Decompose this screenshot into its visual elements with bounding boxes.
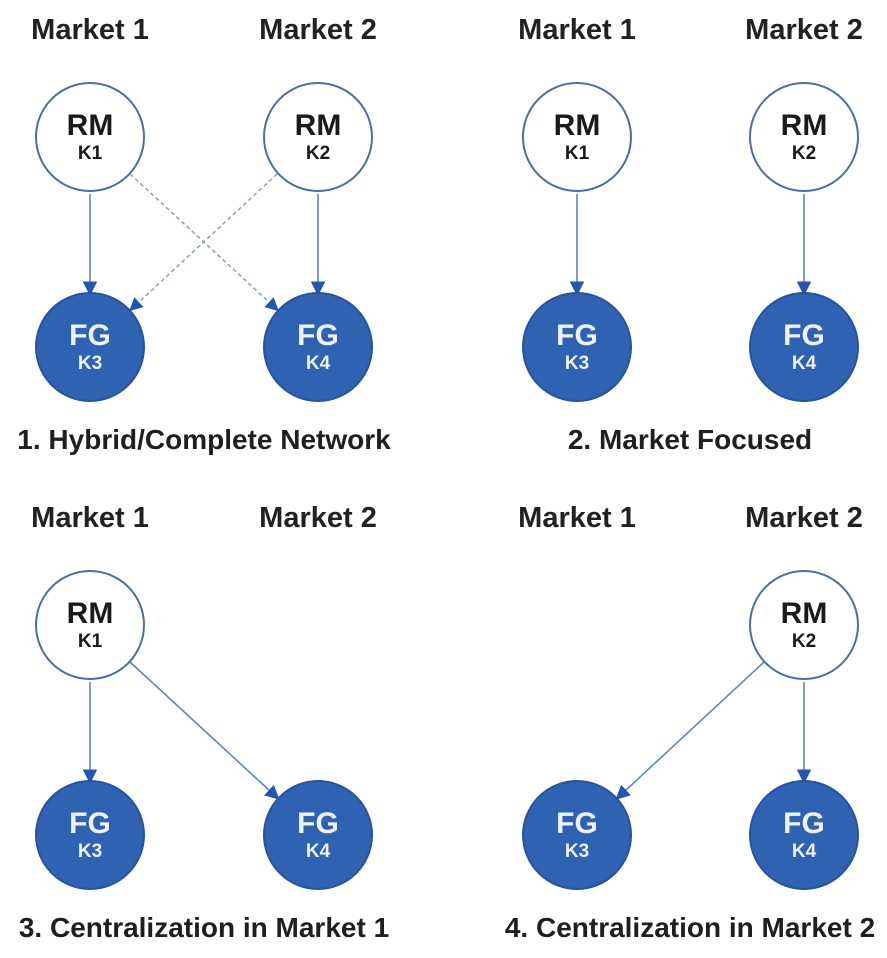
edge-rm-k2-to-fg-k3 <box>615 661 765 800</box>
panel-centralization-market-2: Market 1 Market 2 RM K2 FG K3 FG K4 4. C… <box>443 488 886 958</box>
node-label: RM <box>66 108 114 142</box>
node-fg-k4: FG K4 <box>749 292 859 402</box>
node-label: FG <box>783 318 825 352</box>
node-sublabel: K2 <box>791 630 817 652</box>
node-rm-k2: RM K2 <box>749 570 859 680</box>
node-sublabel: K2 <box>305 142 331 164</box>
market-1-header: Market 1 <box>31 502 149 534</box>
node-rm-k1: RM K1 <box>35 82 145 192</box>
node-rm-k1: RM K1 <box>35 570 145 680</box>
edge-rm-k1-to-fg-k4 <box>129 661 280 800</box>
node-sublabel: K3 <box>564 840 590 862</box>
node-rm-k2: RM K2 <box>749 82 859 192</box>
edges-layer <box>82 173 326 312</box>
node-label: FG <box>556 806 598 840</box>
panel-market-focused: Market 1 Market 2 RM K1 RM K2 FG K3 FG K… <box>443 0 886 470</box>
node-sublabel: K4 <box>305 352 331 374</box>
node-rm-k1: RM K1 <box>522 82 632 192</box>
node-fg-k3: FG K3 <box>35 292 145 402</box>
panel-caption: 1. Hybrid/Complete Network <box>17 424 391 455</box>
edge-rm-k1-to-fg-k4-dashed <box>129 173 279 312</box>
node-label: FG <box>783 806 825 840</box>
node-sublabel: K1 <box>564 142 590 164</box>
panel-hybrid-complete-network: Market 1 Market 2 RM K1 RM K2 FG K3 <box>0 0 443 470</box>
market-1-header: Market 1 <box>518 502 636 534</box>
node-fg-k3: FG K3 <box>35 780 145 890</box>
node-sublabel: K1 <box>77 630 103 652</box>
node-fg-k4: FG K4 <box>749 780 859 890</box>
node-sublabel: K4 <box>305 840 331 862</box>
node-fg-k3: FG K3 <box>522 780 632 890</box>
node-label: FG <box>556 318 598 352</box>
panel-caption: 3. Centralization in Market 1 <box>18 912 390 943</box>
panel-caption: 4. Centralization in Market 2 <box>504 912 876 943</box>
node-label: RM <box>780 108 828 142</box>
market-2-header: Market 2 <box>259 502 377 534</box>
edges-layer <box>82 661 280 800</box>
node-label: RM <box>780 596 828 630</box>
node-label: FG <box>297 806 339 840</box>
market-2-header: Market 2 <box>259 14 377 46</box>
market-1-header: Market 1 <box>518 14 636 46</box>
node-label: RM <box>553 108 601 142</box>
node-label: FG <box>69 318 111 352</box>
node-sublabel: K3 <box>564 352 590 374</box>
node-fg-k4: FG K4 <box>263 780 373 890</box>
panel-centralization-market-1: Market 1 Market 2 RM K1 FG K3 FG K4 3. C… <box>0 488 443 958</box>
node-label: RM <box>294 108 342 142</box>
node-label: FG <box>297 318 339 352</box>
market-2-header: Market 2 <box>745 502 863 534</box>
node-rm-k2: RM K2 <box>263 82 373 192</box>
market-1-header: Market 1 <box>31 14 149 46</box>
node-fg-k4: FG K4 <box>263 292 373 402</box>
node-sublabel: K3 <box>77 840 103 862</box>
node-label: RM <box>66 596 114 630</box>
node-sublabel: K4 <box>791 352 817 374</box>
node-sublabel: K1 <box>77 142 103 164</box>
node-fg-k3: FG K3 <box>522 292 632 402</box>
node-label: FG <box>69 806 111 840</box>
panel-caption: 2. Market Focused <box>567 424 813 455</box>
node-sublabel: K4 <box>791 840 817 862</box>
edge-rm-k2-to-fg-k3-dashed <box>129 173 278 312</box>
market-2-header: Market 2 <box>745 14 863 46</box>
node-sublabel: K2 <box>791 142 817 164</box>
node-sublabel: K3 <box>77 352 103 374</box>
